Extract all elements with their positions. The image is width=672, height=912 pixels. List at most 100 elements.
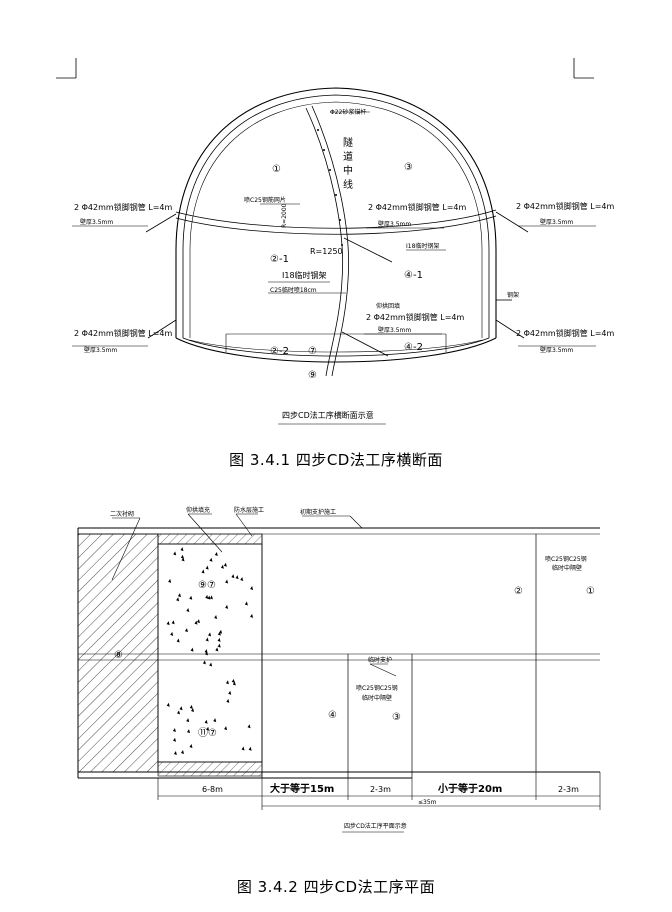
speckle <box>224 726 228 731</box>
speckle <box>206 726 210 731</box>
callout-right-lower-1: 2 Φ42mm锁脚钢管 L=4m <box>516 328 614 338</box>
speckle <box>240 576 244 581</box>
callout-right-lower-2: 壁厚3.5mm <box>540 346 573 354</box>
corner-marks <box>56 58 594 79</box>
dim-6-8m: 6-8m <box>202 785 223 794</box>
dimension-lines <box>157 772 601 810</box>
dim-2-3m-a: 2-3m <box>370 785 391 794</box>
figure-cross-section: Φ22砂浆锚杆 隧道中线 ① ③ 喷C25钢筋网片 R=2000 R=1250 … <box>56 58 614 425</box>
section-1: ① <box>586 586 595 597</box>
label-steel-arch: 喷C25钢筋网片 <box>244 196 286 204</box>
speckle <box>166 702 170 707</box>
anchor-pipes <box>145 211 529 357</box>
temporary-strut <box>175 209 497 235</box>
speckle <box>250 585 254 590</box>
speckle <box>201 569 205 574</box>
speckle <box>189 744 193 749</box>
label-section-wall: 钢架 <box>507 291 519 299</box>
section-3: ③ <box>404 162 413 173</box>
speckle <box>248 746 252 751</box>
speckle <box>173 751 177 756</box>
section-upper-mix: ⑨⑦ <box>198 580 216 591</box>
speckle <box>180 750 184 755</box>
callout-right-upper-2: 壁厚3.5mm <box>540 218 573 226</box>
callout-mid-upper-2: 壁厚3.5mm <box>378 220 411 228</box>
speckle <box>176 597 180 602</box>
speckle <box>168 578 172 583</box>
section-9: ⑨ <box>308 370 317 381</box>
speckle <box>170 631 174 636</box>
speckle <box>184 628 188 633</box>
label-c25-left: C25临时喷18cm <box>270 286 317 294</box>
speckle <box>191 707 195 712</box>
label-tunnel-axis: 隧道中线 <box>341 136 353 193</box>
label-invert: 仰拱填充 <box>186 506 210 514</box>
inner-title-plan: 四步CD法工序平面示意 <box>344 822 407 830</box>
speckle <box>189 595 193 600</box>
label-i18-right: I18临时钢架 <box>406 242 439 250</box>
label-second-lining: 二次衬砌 <box>110 510 134 518</box>
speckle <box>241 746 245 751</box>
section-3: ③ <box>392 712 401 723</box>
dim-total: ≤35m <box>418 799 437 806</box>
label-temp-lower-0: 临时支护 <box>368 656 392 664</box>
speckle <box>247 724 251 729</box>
speckle <box>225 604 229 609</box>
label-radius-1250: R=1250 <box>310 247 343 256</box>
speckle <box>208 632 212 637</box>
callout-mid-lower-2: 壁厚3.5mm <box>378 326 411 334</box>
speckle <box>179 706 183 711</box>
label-waterproof: 防水层施工 <box>234 506 264 514</box>
figure-plan-view: 二次衬砌 仰拱填充 防水层施工 初期支护施工 喷C25钢C25钢 临时中隔壁 临… <box>77 506 601 833</box>
label-initial-support: 初期支护施工 <box>300 508 336 516</box>
label-temp-lower-2: 临时中隔壁 <box>362 694 392 702</box>
speckle <box>205 594 209 599</box>
speckle <box>171 620 175 625</box>
dim-ge-15m: 大于等于15m <box>270 782 334 795</box>
speckle <box>226 698 230 703</box>
top-leaders <box>111 513 397 677</box>
speckle <box>235 575 239 580</box>
section-7: ⑦ <box>308 346 317 357</box>
speckle <box>207 595 211 600</box>
speckle <box>215 647 219 652</box>
section-dividers <box>261 534 537 778</box>
speckle <box>176 638 180 643</box>
middle-partition <box>305 105 349 377</box>
speckle <box>214 615 218 620</box>
speckle <box>187 729 191 734</box>
section-2-1: ②-1 <box>270 254 289 265</box>
label-invert-fill: 仰拱回填 <box>376 302 400 310</box>
speckle <box>177 593 181 598</box>
speckle <box>196 619 200 624</box>
speckle <box>186 718 190 723</box>
section-2-2: ②-2 <box>270 346 289 357</box>
section-4: ④ <box>328 710 337 721</box>
label-temp-upper-2: 临时中隔壁 <box>552 564 582 572</box>
caption-figure-2: 图 3.4.2 四步CD法工序平面 <box>236 878 436 896</box>
speckle <box>209 662 213 667</box>
callout-left-upper-1: 2 Φ42mm锁脚钢管 L=4m <box>74 202 172 212</box>
speckle <box>180 554 184 559</box>
speckle <box>232 681 236 686</box>
speckle <box>250 613 254 618</box>
speckle <box>166 621 170 626</box>
speckle <box>244 601 248 606</box>
speckle <box>172 728 176 733</box>
concrete-speckles <box>166 547 254 756</box>
speckle <box>217 637 221 642</box>
callout-mid-lower-1: 2 Φ42mm锁脚钢管 L=4m <box>366 312 464 322</box>
dim-le-20m: 小于等于20m <box>437 782 502 795</box>
speckle <box>204 649 208 654</box>
callout-mid-upper-1: 2 Φ42mm锁脚钢管 L=4m <box>368 202 466 212</box>
section-4-1: ④-1 <box>404 270 423 281</box>
speckle <box>225 680 229 685</box>
inner-title-cross-section: 四步CD法工序横断面示意 <box>282 410 374 420</box>
speckle <box>189 704 193 709</box>
callout-left-upper-2: 壁厚3.5mm <box>80 218 113 226</box>
invert-strip-bottom <box>157 761 263 777</box>
speckle <box>231 574 235 579</box>
label-radius-2000: R=2000 <box>281 203 288 228</box>
label-temp-upper-1: 喷C25钢C25钢 <box>545 555 587 563</box>
